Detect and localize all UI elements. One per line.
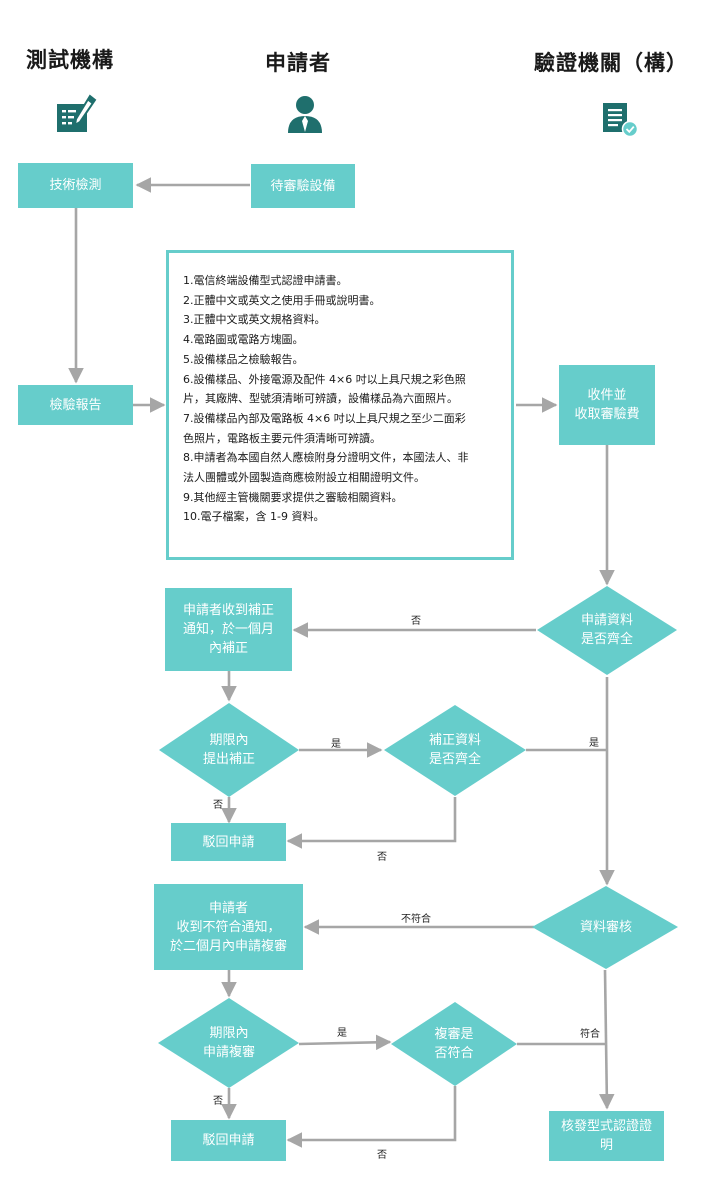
column-title-applicant: 申請者 bbox=[265, 51, 331, 75]
edge-label-no-3: 否 bbox=[377, 852, 387, 863]
diamond-review-conform: 複審是 否符合 bbox=[434, 1027, 474, 1061]
diamond-submit-in-time: 期限內 提出補正 bbox=[202, 733, 255, 767]
edge-label-nonconform: 不符合 bbox=[401, 914, 431, 925]
box-nonconform-notice: 申請者 收到不符合通知， 於二個月內申請複審 bbox=[154, 884, 303, 970]
diamond-data-review-shape bbox=[532, 886, 678, 969]
box-reject-2: 駁回申請 bbox=[171, 1120, 286, 1161]
box-receive-fee: 收件並 收取審驗費 bbox=[559, 365, 655, 445]
document-item: 9.其他經主管機關要求提供之審驗相關資料。 bbox=[183, 490, 403, 504]
required-documents-list: 1.電信終端設備型式認證申請書。 2.正體中文或英文之使用手冊或說明書。 3.正… bbox=[183, 271, 501, 527]
edge-label-no-4: 否 bbox=[213, 1096, 223, 1107]
edge-label-yes-1: 是 bbox=[331, 739, 341, 750]
document-item: 2.正體中文或英文之使用手冊或說明書。 bbox=[183, 293, 381, 307]
box-tech-test: 技術檢測 bbox=[18, 163, 133, 208]
edge-label-no-2: 否 bbox=[213, 800, 223, 811]
box-reject-1: 駁回申請 bbox=[171, 823, 286, 861]
column-title-testing: 測試機構 bbox=[26, 48, 114, 72]
diamond-data-complete: 申請資料 是否齊全 bbox=[580, 613, 633, 647]
diamond-correction-complete-shape bbox=[384, 705, 526, 796]
person-icon bbox=[288, 96, 322, 133]
edge-label-yes-3: 是 bbox=[337, 1028, 347, 1039]
document-item: 1.電信終端設備型式認證申請書。 bbox=[183, 274, 348, 287]
box-correction-notice: 申請者收到補正 通知，於一個月 內補正 bbox=[165, 588, 292, 671]
edge-label-yes-2: 是 bbox=[589, 738, 599, 749]
required-documents-box: 1.電信終端設備型式認證申請書。 2.正體中文或英文之使用手冊或說明書。 3.正… bbox=[166, 250, 514, 560]
diamond-data-review: 資料審核 bbox=[579, 919, 632, 935]
document-item: 8.申請者為本國自然人應檢附身分證明文件，本國法人、非 法人團體或外國製造商應檢… bbox=[183, 451, 469, 485]
diamond-review-in-time-shape bbox=[158, 998, 299, 1088]
edge-label-conform: 符合 bbox=[580, 1029, 600, 1040]
diamond-review-in-time: 期限內 申請複審 bbox=[202, 1026, 255, 1060]
diamond-data-complete-shape bbox=[537, 586, 677, 675]
diamond-submit-in-time-shape bbox=[159, 703, 299, 797]
box-pending-equipment: 待審驗設備 bbox=[251, 164, 355, 208]
diamond-review-conform-shape bbox=[391, 1002, 517, 1086]
edge-label-no-1: 否 bbox=[411, 616, 421, 627]
diamond-correction-complete: 補正資料 是否齊全 bbox=[428, 733, 481, 767]
column-title-certifier: 驗證機關（構） bbox=[534, 51, 688, 75]
document-item: 3.正體中文或英文規格資料。 bbox=[183, 313, 326, 327]
document-item: 10.電子檔案，含 1-9 資料。 bbox=[183, 510, 325, 524]
document-item: 4.電路圖或電路方塊圖。 bbox=[183, 333, 304, 347]
pen-form-icon bbox=[57, 94, 97, 132]
document-item: 6.設備樣品、外接電源及配件 4×6 吋以上具尺規之彩色照 片，其廠牌、型號須清… bbox=[183, 372, 466, 406]
box-test-report: 檢驗報告 bbox=[18, 385, 133, 425]
box-issue-cert: 核發型式認證證明 bbox=[549, 1111, 664, 1161]
document-item: 7.設備樣品內部及電路板 4×6 吋以上具尺規之至少二面彩 色照片，電路板主要元… bbox=[183, 411, 466, 445]
document-check-icon bbox=[603, 103, 639, 138]
edge-label-no-5: 否 bbox=[377, 1150, 387, 1161]
document-item: 5.設備樣品之檢驗報告。 bbox=[183, 352, 304, 366]
